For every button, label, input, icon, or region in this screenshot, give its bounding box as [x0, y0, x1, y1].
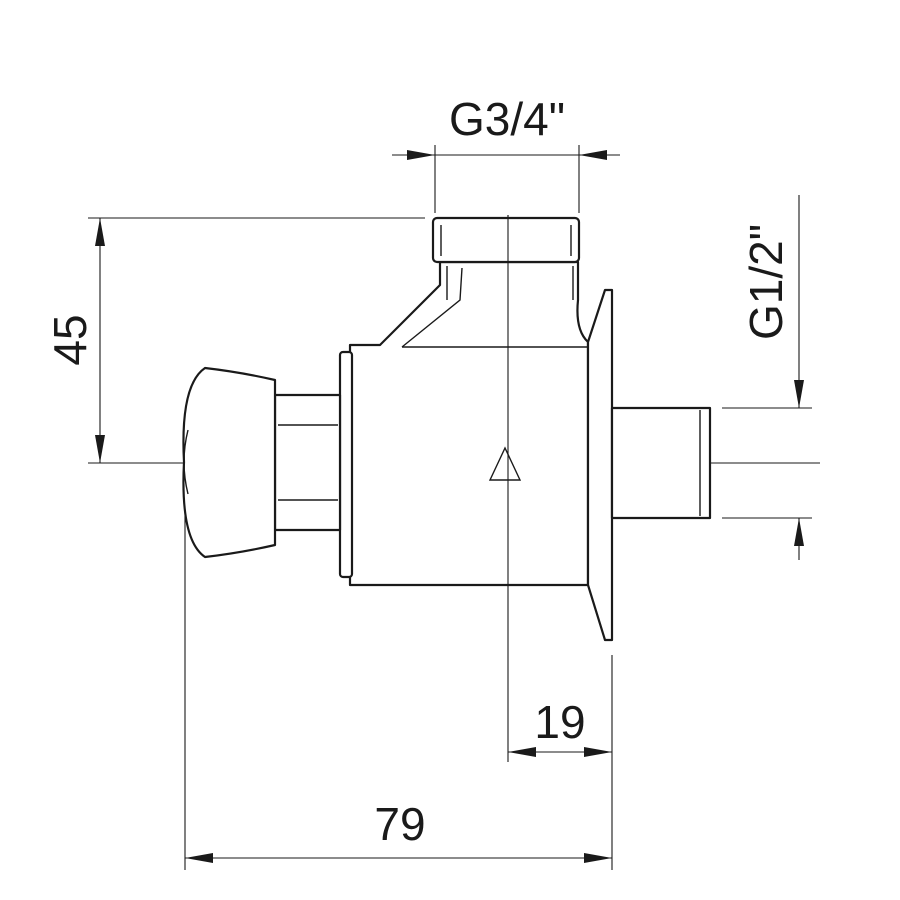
- wall-flange: [586, 288, 614, 642]
- valve-stem: [273, 393, 342, 532]
- inlet-nut: [431, 216, 581, 264]
- dim-arrow: [584, 853, 612, 863]
- dim-arrow: [185, 853, 213, 863]
- wall-offset-label: 19: [534, 696, 585, 748]
- valve-body: [338, 260, 590, 587]
- dim-arrow: [508, 747, 536, 757]
- dim-arrow: [579, 150, 607, 160]
- height-label: 45: [44, 314, 96, 365]
- dim-arrow: [407, 150, 435, 160]
- outlet-spigot: [610, 406, 712, 520]
- inlet-thread-label: G3/4": [449, 93, 565, 145]
- dim-arrow: [584, 747, 612, 757]
- overall-length-label: 79: [374, 798, 425, 850]
- triangle-marker: [488, 446, 522, 481]
- dim-arrow: [95, 435, 105, 463]
- push-button-knob: [182, 366, 277, 559]
- outlet-thread-label: G1/2": [740, 224, 792, 340]
- dim-arrow: [794, 380, 804, 408]
- dim-arrow: [95, 218, 105, 246]
- dim-arrow: [794, 518, 804, 546]
